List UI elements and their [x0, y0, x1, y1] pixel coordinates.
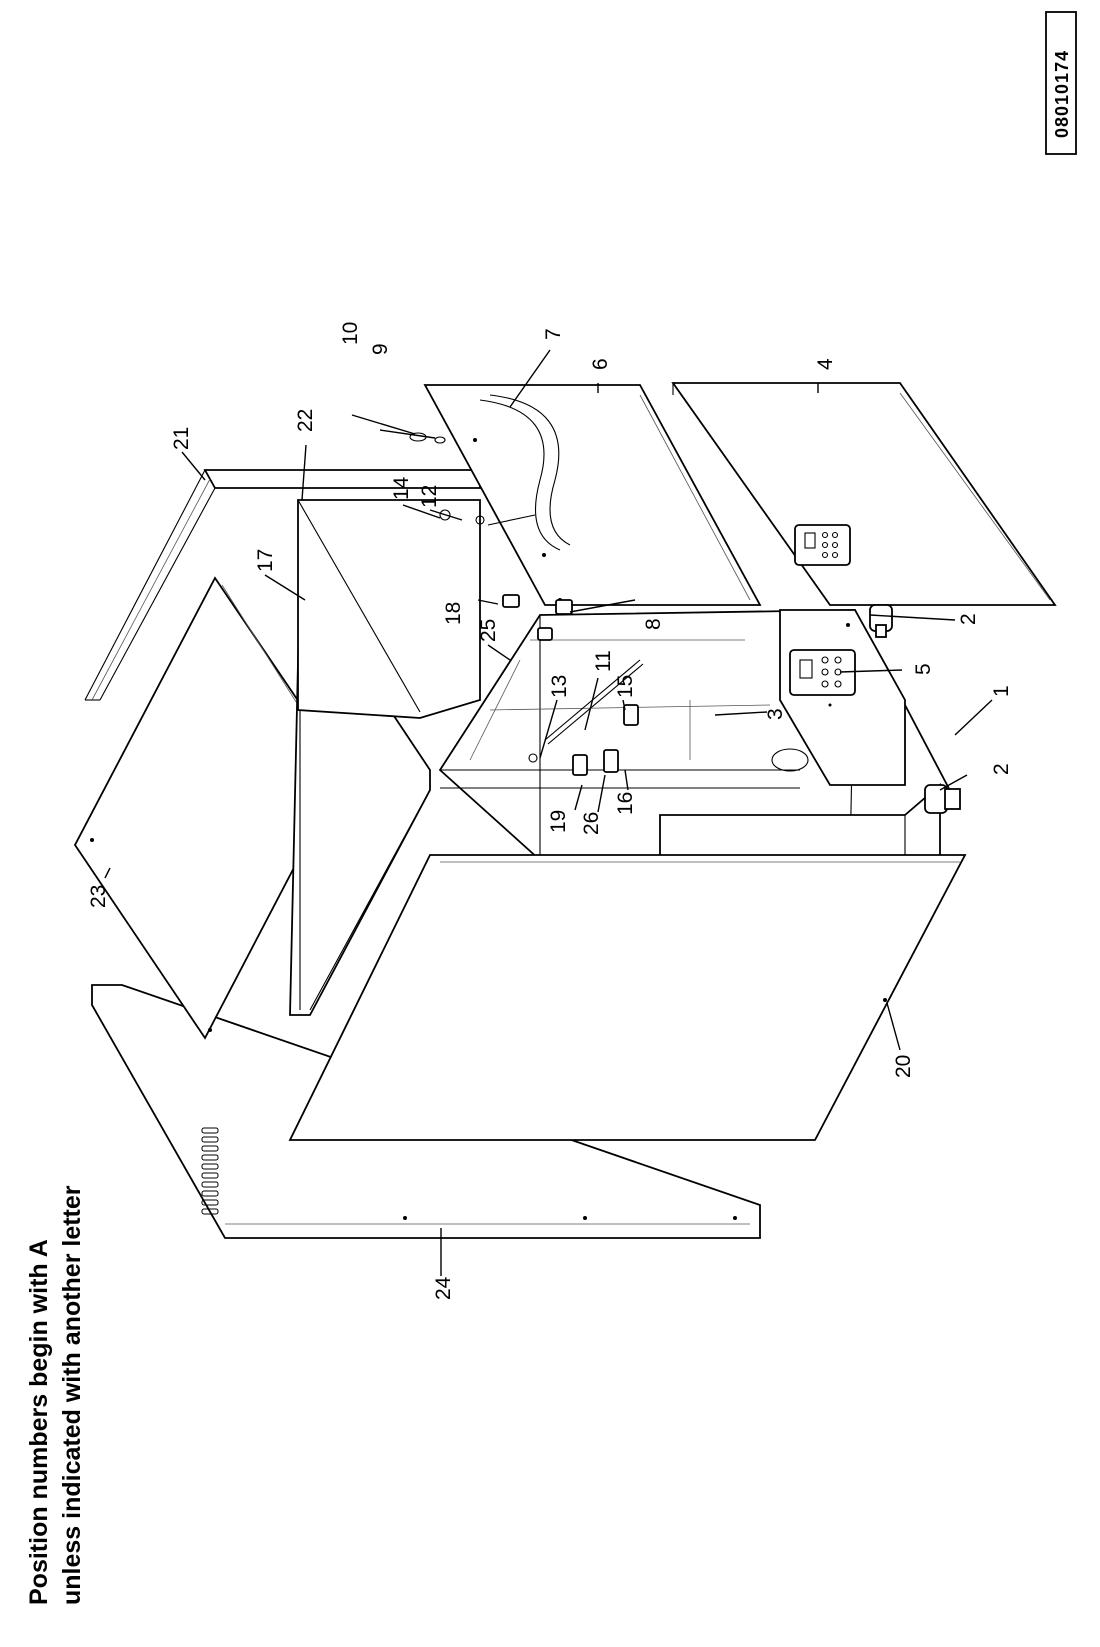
side-panel	[288, 854, 967, 1141]
front-door	[671, 382, 1057, 606]
callout-20: 20	[892, 1055, 915, 1078]
foot-right	[924, 784, 961, 814]
callout-labels: 1 2 2 3 4 5 6 7 8 9 10 11 12 13 14 15 16…	[87, 322, 1013, 1300]
callout-18: 18	[442, 602, 465, 625]
callout-1: 1	[990, 685, 1013, 697]
callout-21: 21	[170, 427, 193, 450]
callout-14: 14	[390, 476, 413, 500]
callout-19: 19	[547, 810, 570, 833]
side-frame	[84, 469, 481, 701]
vent-slots	[201, 1127, 219, 1215]
callout-23: 23	[87, 885, 110, 908]
drawing-number: 08010174	[1052, 50, 1072, 138]
callout-25: 25	[477, 619, 500, 642]
callout-15: 15	[614, 675, 637, 698]
callout-3: 3	[764, 708, 787, 720]
callout-7: 7	[542, 328, 565, 340]
callout-11: 11	[592, 650, 615, 672]
cabinet-body	[438, 609, 957, 871]
callout-2-lower: 2	[990, 763, 1013, 775]
inner-top-panel	[297, 499, 481, 719]
callout-16: 16	[614, 792, 637, 815]
callout-10: 10	[339, 322, 362, 345]
drawing-number-box: 08010174	[1045, 11, 1077, 155]
callout-2-upper: 2	[957, 613, 980, 625]
callout-8: 8	[642, 618, 665, 630]
callout-22: 22	[294, 409, 317, 432]
cabinet-drawing	[73, 382, 1057, 1239]
callout-13: 13	[548, 675, 571, 698]
note-line-1: Position numbers begin with A	[25, 1239, 53, 1605]
callout-4: 4	[814, 358, 837, 370]
control-panel	[789, 649, 856, 696]
callout-9: 9	[369, 343, 392, 355]
callout-12: 12	[418, 485, 441, 508]
upper-door	[423, 384, 762, 606]
callout-6: 6	[589, 358, 612, 370]
callout-24: 24	[432, 1276, 455, 1300]
foot-left	[869, 604, 893, 638]
leader-lines	[104, 349, 993, 1276]
callout-5: 5	[912, 663, 935, 675]
callout-17: 17	[254, 549, 277, 572]
callout-26: 26	[580, 812, 603, 835]
note-line-2: unless indicated with another letter	[58, 1185, 86, 1605]
